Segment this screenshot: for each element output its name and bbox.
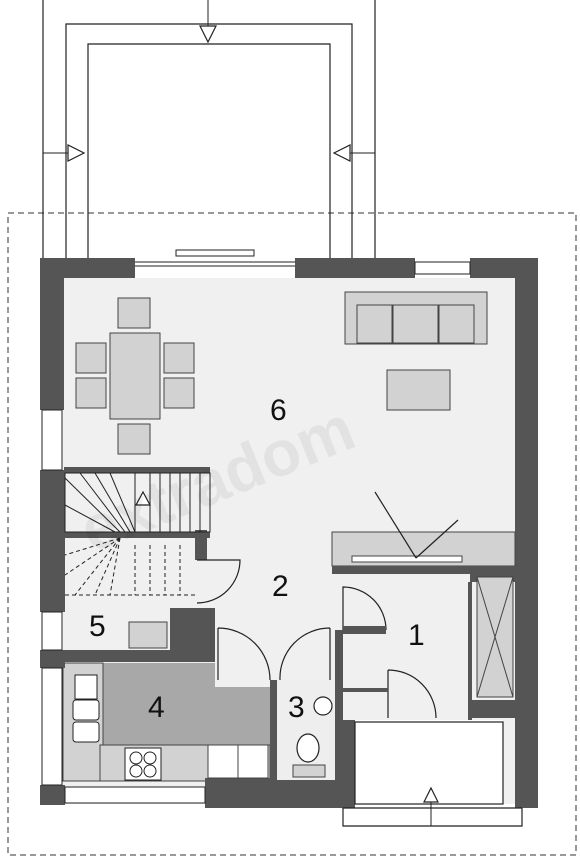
entry-arrow-icon — [199, 25, 217, 44]
dining-table — [109, 332, 161, 420]
entry-arrow-icon — [67, 144, 86, 162]
sink-icon — [72, 674, 100, 743]
room-number-3: 3 — [288, 691, 305, 724]
stair-arrow-icon — [134, 490, 152, 506]
fireplace-icon — [331, 491, 516, 574]
chair — [117, 423, 151, 455]
entrance-steps — [342, 721, 523, 827]
cooktop-icon — [124, 747, 162, 781]
room-number-4: 4 — [148, 691, 165, 724]
storage-box — [128, 621, 168, 649]
chair — [163, 342, 195, 374]
walls — [40, 258, 538, 808]
room-number-6: 6 — [270, 394, 287, 427]
window-kitchen — [41, 667, 63, 786]
stairs-below-dashed — [64, 537, 195, 596]
coffee-table — [386, 369, 451, 411]
kitchen-cabinets — [207, 744, 269, 779]
sink-icon — [313, 696, 333, 716]
doors — [196, 559, 437, 719]
window-bottom — [64, 786, 206, 804]
entrance-porch — [355, 720, 503, 804]
chair — [75, 377, 107, 409]
roof-outline — [7, 212, 577, 856]
chair — [163, 377, 195, 409]
terrace-pergola — [42, 0, 376, 258]
room-number-1: 1 — [408, 619, 425, 652]
chair — [117, 297, 151, 329]
chair — [75, 342, 107, 374]
entry-arrow-icon — [332, 144, 351, 162]
bathroom-fixtures — [277, 680, 335, 780]
window-top-right — [414, 261, 471, 275]
room-number-2: 2 — [272, 570, 289, 603]
window-top — [175, 249, 255, 257]
wardrobe-icon — [476, 576, 514, 698]
dining-set — [75, 297, 195, 455]
staircase — [64, 472, 211, 533]
sofa — [344, 291, 488, 345]
kitchen-counter — [100, 663, 272, 748]
window-left-room5 — [41, 611, 63, 651]
window-left — [41, 409, 63, 471]
toilet-icon — [296, 733, 320, 763]
room-number-5: 5 — [89, 610, 106, 643]
